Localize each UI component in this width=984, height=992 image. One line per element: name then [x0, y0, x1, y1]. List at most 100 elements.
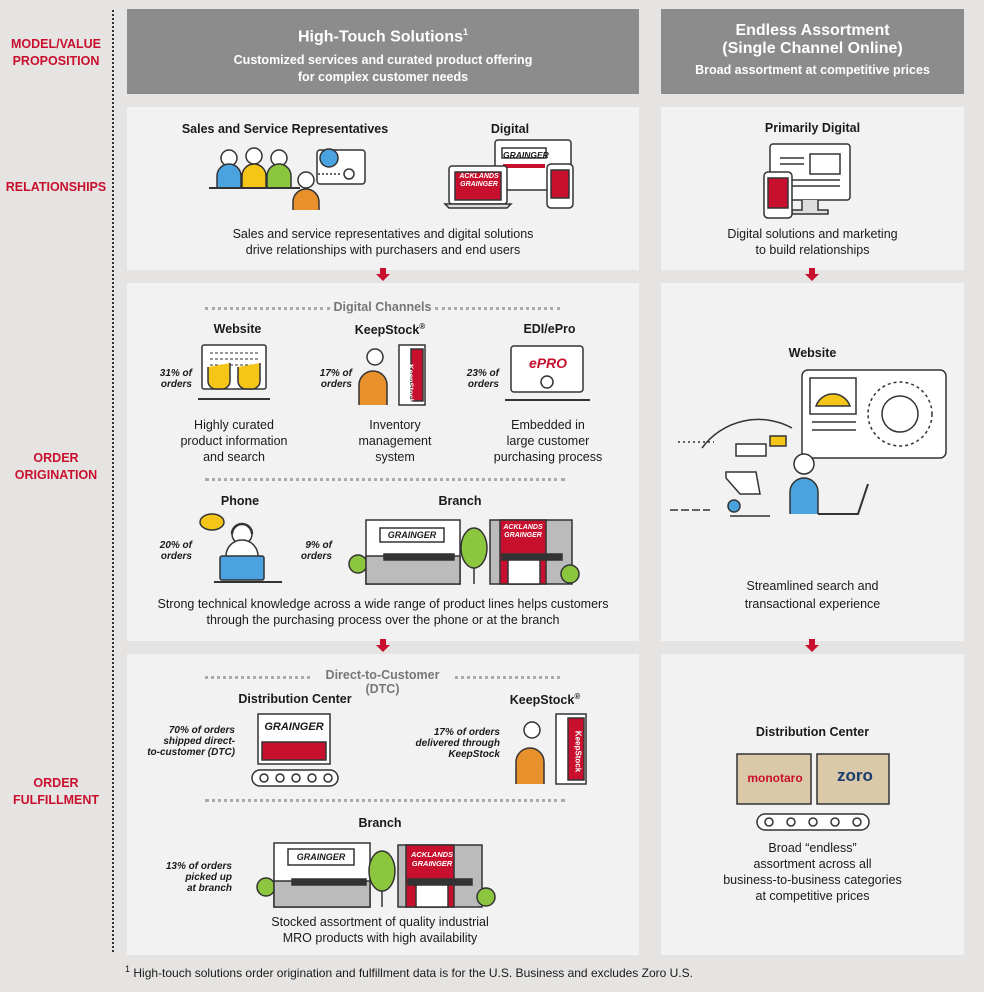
- phone-label: Phone: [220, 494, 260, 508]
- fulfill-keepstock-brand-vertical: KeepStock: [573, 730, 583, 773]
- edi-desc-line1: Embedded in: [511, 418, 585, 432]
- branch-stores-icon: [348, 519, 580, 585]
- fulfill-branch-percent: 13% of orders picked up at branch: [150, 861, 232, 894]
- edi-desc-line3: purchasing process: [493, 450, 603, 464]
- dc-label: Distribution Center: [238, 692, 352, 706]
- phone-percent: 20% of orders: [140, 540, 192, 562]
- section-divider: [435, 307, 560, 310]
- endless-website-label: Website: [788, 346, 837, 360]
- phone-percent-unit: orders: [160, 551, 192, 562]
- row-label-model-line2: PROPOSITION: [12, 54, 100, 68]
- fulfillment-desc-line2: MRO products with high availability: [282, 931, 478, 945]
- website-percent-value: 31% of: [159, 368, 192, 379]
- row-label-fulfillment-line1: ORDER: [33, 776, 79, 790]
- fulfill-branch-acklands-logo: ACKLANDS GRAINGER: [408, 850, 456, 868]
- fulfill-keepstock-label: KeepStock®: [509, 692, 581, 708]
- row-label-relationships-text: RELATIONSHIPS: [5, 180, 107, 194]
- dc-percent-line1: 70% of orders: [168, 725, 235, 736]
- digital-devices-icon: [443, 139, 574, 209]
- endless-subtitle: Broad assortment at competitive prices: [695, 63, 930, 77]
- high-touch-title: High-Touch Solutions1: [297, 27, 469, 46]
- row-label-model: MODEL/VALUE PROPOSITION: [0, 36, 112, 70]
- website-desc-line3: and search: [203, 450, 265, 464]
- endless-title-1: Endless Assortment: [735, 22, 890, 39]
- digital-monitor-phone-icon: [763, 143, 851, 219]
- fulfill-keepstock-percent-line3: KeepStock: [448, 749, 500, 760]
- relationships-desc-line2: drive relationships with purchasers and …: [245, 243, 521, 257]
- section-divider: [455, 676, 560, 679]
- row-label-relationships: RELATIONSHIPS: [0, 179, 112, 196]
- keepstock-percent-value: 17% of: [319, 368, 352, 379]
- fulfillment-desc-line1: Stocked assortment of quality industrial: [271, 915, 489, 929]
- endless-fulfillment-desc: Broad “endless” assortment across all bu…: [661, 840, 964, 904]
- branch-percent: 9% of orders: [280, 540, 332, 562]
- row-label-model-line1: MODEL/VALUE: [10, 37, 102, 51]
- fulfill-branch-acklands-line1: ACKLANDS: [410, 850, 454, 859]
- keepstock-desc: Inventory management system: [345, 417, 445, 465]
- origination-desc-line2: through the purchasing process over the …: [206, 613, 560, 627]
- row-label-origination: ORDER ORIGINATION: [0, 450, 112, 484]
- epro-monitor-icon: [505, 345, 590, 401]
- website-percent: 31% of orders: [140, 368, 192, 390]
- acklands-line2: GRAINGER: [460, 181, 498, 188]
- edi-desc: Embedded in large customer purchasing pr…: [492, 417, 604, 465]
- sales-reps-people-icon: [209, 147, 366, 210]
- dc-percent: 70% of orders shipped direct- to-custome…: [140, 725, 235, 758]
- edi-percent-value: 23% of: [466, 368, 499, 379]
- digital-label: Digital: [490, 122, 530, 136]
- footnote-marker: 1: [125, 964, 131, 974]
- dc-grainger-logo: GRAINGER: [264, 721, 324, 733]
- fulfillment-desc: Stocked assortment of quality industrial…: [230, 914, 530, 946]
- dc-percent-line3: to-customer (DTC): [147, 747, 235, 758]
- edi-epro-label: EDI/ePro: [523, 322, 576, 336]
- branch-acklands-line2: GRAINGER: [504, 532, 542, 539]
- footnote: 1 High-touch solutions order origination…: [125, 964, 693, 980]
- branch-acklands-line1: ACKLANDS: [503, 524, 543, 531]
- branch-label: Branch: [438, 494, 482, 508]
- epro-logo: ePRO: [528, 355, 568, 371]
- section-divider: [205, 799, 565, 802]
- website-keyboard-hands-icon: [198, 344, 270, 400]
- endless-header: Endless Assortment (Single Channel Onlin…: [661, 9, 964, 94]
- branch-percent-unit: orders: [300, 551, 332, 562]
- section-divider: [205, 478, 565, 481]
- reps-label: Sales and Service Representatives: [181, 122, 389, 136]
- dtc-label: Direct-to-Customer (DTC): [325, 668, 440, 696]
- branch-acklands-logo: ACKLANDS GRAINGER: [500, 524, 546, 540]
- edi-percent: 23% of orders: [447, 368, 499, 390]
- website-desc-line2: product information: [180, 434, 288, 448]
- footnote-text: High-touch solutions order origination a…: [133, 966, 693, 980]
- high-touch-header: High-Touch Solutions1 Customized service…: [127, 9, 639, 94]
- phone-percent-value: 20% of: [159, 540, 192, 551]
- fulfill-branch-percent-line2: picked up: [185, 872, 232, 883]
- keepstock-desc-line1: Inventory: [369, 418, 421, 432]
- keepstock-desc-line3: system: [375, 450, 415, 464]
- endless-dc-conveyor-icon: [736, 753, 890, 831]
- endless-dc-label: Distribution Center: [755, 725, 870, 739]
- website-label: Website: [213, 322, 262, 336]
- endless-relationships-desc: Digital solutions and marketing to build…: [661, 226, 964, 258]
- endless-website-search-icon: [670, 369, 947, 517]
- fulfill-branch-acklands-line2: GRAINGER: [411, 859, 453, 868]
- endless-origination-desc-line1: Streamlined search and: [746, 579, 879, 593]
- row-label-fulfillment-line2: FULFILLMENT: [12, 793, 100, 807]
- origination-desc: Strong technical knowledge across a wide…: [127, 596, 639, 628]
- relationships-desc: Sales and service representatives and di…: [127, 226, 639, 258]
- endless-fulfillment-desc-line1: Broad “endless”: [768, 841, 857, 855]
- acklands-line1: ACKLANDS: [459, 173, 499, 180]
- fulfill-branch-percent-line3: at branch: [186, 883, 232, 894]
- fulfill-keepstock-percent-line1: 17% of orders: [433, 727, 500, 738]
- keepstock-brand-vertical: KeepStock: [406, 364, 416, 403]
- website-percent-unit: orders: [160, 379, 192, 390]
- high-touch-subtitle-1: Customized services and curated product …: [233, 53, 533, 68]
- endless-fulfillment-desc-line4: at competitive prices: [755, 889, 870, 903]
- high-touch-subtitle-2: for complex customer needs: [297, 70, 469, 85]
- monotaro-logo: monotaro: [747, 771, 803, 785]
- keepstock-label: KeepStock®: [354, 322, 426, 338]
- grainger-logo-small: GRAINGER: [503, 150, 549, 160]
- relationships-desc-line1: Sales and service representatives and di…: [232, 227, 534, 241]
- branch-percent-value: 9% of: [305, 540, 332, 551]
- zoro-logo: zoro: [837, 766, 873, 785]
- endless-origination-desc-line2: transactional experience: [744, 597, 881, 611]
- dc-conveyor-icon: [251, 713, 339, 787]
